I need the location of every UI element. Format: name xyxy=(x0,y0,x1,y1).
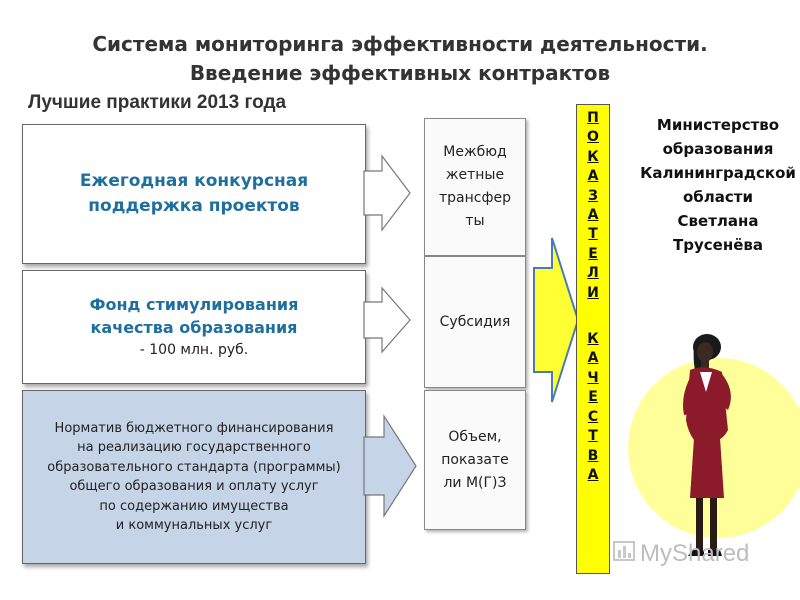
quality-indicators-column: П О К А З А Т Е Л И К А Ч Е С Т В А xyxy=(576,104,610,574)
indicator-letter: А xyxy=(587,466,599,483)
indicator-letter: К xyxy=(587,331,599,348)
box3-line-4: общего образования и оплату услуг xyxy=(69,479,319,494)
box1-line-1: Ежегодная конкурсная xyxy=(79,171,309,191)
indicator-letter: Е xyxy=(588,245,598,262)
box2-line-2: качества образования xyxy=(90,318,298,337)
mid1-line-3: трансфер xyxy=(439,190,511,206)
indicator-letter: Л xyxy=(587,265,599,282)
indicator-letter: И xyxy=(587,284,599,301)
woman-figure xyxy=(683,334,731,556)
ministry-line-5: Светлана xyxy=(677,212,759,230)
box-subsidy: Субсидия xyxy=(424,256,526,388)
ministry-line-2: образования xyxy=(662,140,774,158)
mid2-line-1: Субсидия xyxy=(439,313,511,330)
watermark-icon xyxy=(613,541,635,561)
box3-line-6: и коммунальных услуг xyxy=(115,518,273,533)
indicator-letter: В xyxy=(587,447,599,464)
mid1-line-1: Межбюд xyxy=(443,144,507,160)
title-line-1: Система мониторинга эффективности деятел… xyxy=(92,32,708,56)
indicator-letter: Т xyxy=(588,226,598,243)
indicator-letter: А xyxy=(587,350,599,367)
ministry-line-1: Министерство xyxy=(656,116,780,134)
box3-line-5: по содержанию имущества xyxy=(99,498,289,514)
ministry-line-6: Трусенёва xyxy=(673,236,763,254)
mid3-line-2: показате xyxy=(441,451,509,468)
slide-title: Система мониторинга эффективности деятел… xyxy=(0,30,800,88)
mid3-line-3: ли М(Г)З xyxy=(443,474,507,491)
box-interbudget-transfers: Межбюд жетные трансфер ты xyxy=(424,118,526,256)
ministry-line-3: Калининградской xyxy=(640,164,796,182)
mid3-line-1: Объем, xyxy=(448,428,502,445)
arrow-yellow xyxy=(533,237,580,403)
box-annual-competition: Ежегодная конкурсная поддержка проектов xyxy=(22,124,366,264)
indicator-letter: А xyxy=(587,207,599,224)
mid1-line-4: ты xyxy=(465,213,485,229)
indicator-letter: К xyxy=(587,148,599,165)
box-funding-norm: Норматив бюджетного финансирования на ре… xyxy=(22,390,366,564)
box3-line-2: на реализацию государственного xyxy=(77,440,311,455)
ministry-line-4: области xyxy=(683,188,753,206)
box-volume-indicators: Объем, показате ли М(Г)З xyxy=(424,390,526,530)
indicator-letter: З xyxy=(588,187,598,204)
arrow-2 xyxy=(363,286,411,354)
indicator-letter: Т xyxy=(588,428,598,445)
box1-line-2: поддержка проектов xyxy=(88,196,300,216)
watermark-text: MyShared xyxy=(640,540,750,567)
box-quality-fund: Фонд стимулирования качества образования… xyxy=(22,270,366,384)
indicator-letter: А xyxy=(587,168,599,185)
box2-line-3: - 100 млн. руб. xyxy=(139,342,249,358)
subtitle: Лучшие практики 2013 года xyxy=(28,92,287,113)
box3-line-1: Норматив бюджетного финансирования xyxy=(54,420,334,436)
arrow-3 xyxy=(363,413,417,519)
title-line-2: Введение эффективных контрактов xyxy=(189,61,611,85)
indicator-letter: П xyxy=(587,110,599,126)
arrow-1 xyxy=(363,154,411,232)
indicator-letter: О xyxy=(587,129,599,146)
indicator-letter: Ч xyxy=(587,369,599,386)
box3-line-3: образовательного стандарта (программы) xyxy=(47,459,341,475)
box2-line-1: Фонд стимулирования xyxy=(89,295,299,314)
mid1-line-2: жетные xyxy=(445,167,505,183)
indicator-letter: Е xyxy=(588,389,598,406)
indicator-letter: С xyxy=(587,408,599,425)
ministry-caption: Министерство образования Калининградской… xyxy=(638,113,798,257)
yellow-circle xyxy=(628,358,800,538)
